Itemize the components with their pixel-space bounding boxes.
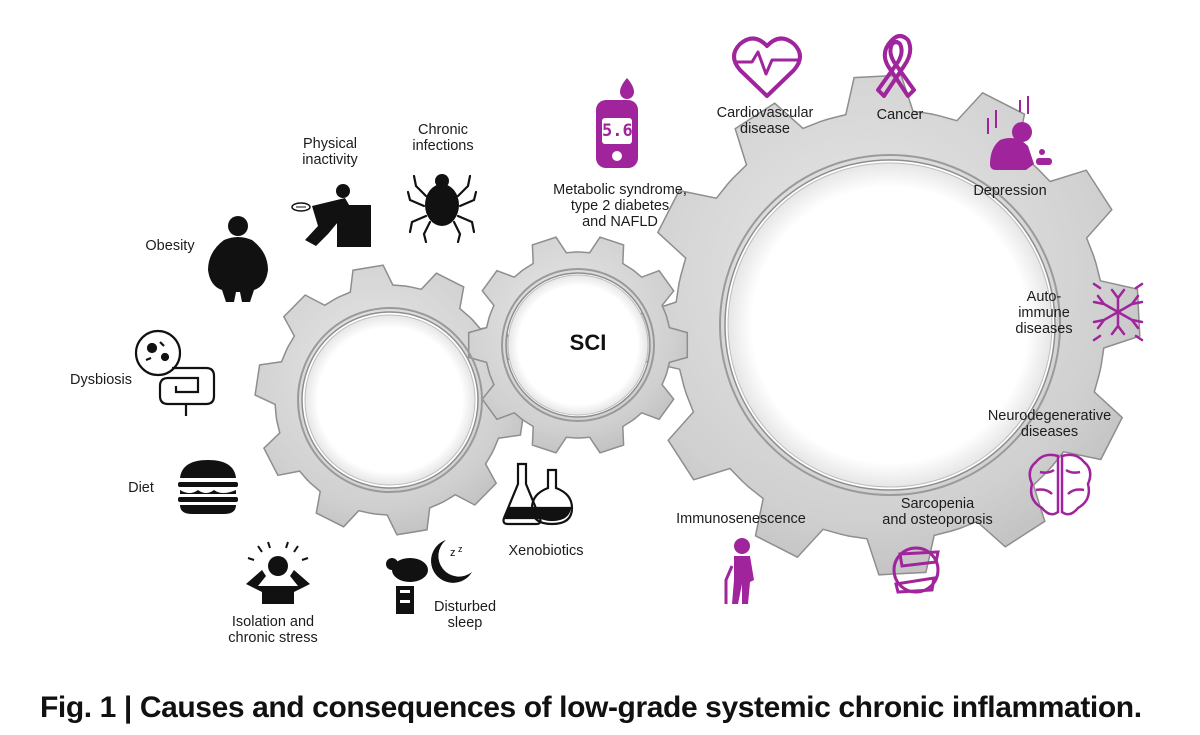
stressed-person-icon <box>246 541 310 604</box>
ribbon-icon <box>876 34 916 98</box>
label-disturbed-sleep: Disturbed sleep <box>433 599 497 631</box>
center-label-sci: SCI <box>569 330 607 355</box>
elderly-person-icon <box>724 538 754 604</box>
label-metabolic: Metabolic syndrome, type 2 diabetes and … <box>553 182 687 230</box>
sheep-moon-icon: z z <box>386 540 472 614</box>
label-immunosenescence: Immunosenescence <box>676 511 806 527</box>
caption-separator: | <box>123 691 132 724</box>
label-obesity: Obesity <box>145 238 195 254</box>
label-sarcopenia: Sarcopenia and osteoporosis <box>882 496 993 528</box>
label-physical-inactivity: Physical inactivity <box>302 136 358 168</box>
antibodies-icon <box>1092 282 1144 342</box>
caption-figure-number: Fig. 1 <box>40 691 116 724</box>
left-gear-rim <box>297 307 483 493</box>
svg-text:z: z <box>458 544 463 554</box>
obese-person-icon <box>208 216 268 302</box>
middle-gear-hole <box>507 274 649 416</box>
label-diet: Diet <box>128 480 154 496</box>
large-gear-rim <box>719 154 1061 496</box>
flasks-icon <box>502 462 574 526</box>
label-autoimmune: Auto- immune diseases <box>1015 289 1073 337</box>
joint-icon <box>892 546 940 594</box>
person-on-couch-icon <box>291 184 371 247</box>
middle-gear-rim <box>501 268 655 422</box>
gut-bacteria-icon <box>134 329 216 416</box>
figure-caption: Fig. 1 | Causes and consequences of low-… <box>40 690 1142 726</box>
heartbeat-icon <box>732 36 802 98</box>
label-neurodegenerative: Neurodegenerative diseases <box>987 408 1112 440</box>
left-gear-hole <box>304 314 476 486</box>
label-depression: Depression <box>973 183 1047 199</box>
tick-icon <box>406 174 478 244</box>
label-cancer: Cancer <box>876 107 924 123</box>
label-chronic-infections: Chronic infections <box>412 122 474 154</box>
label-cardiovascular: Cardiovascular disease <box>716 105 814 137</box>
large-gear-hole <box>727 162 1053 488</box>
label-dysbiosis: Dysbiosis <box>69 372 133 388</box>
caption-text: Causes and consequences of low-grade sys… <box>139 691 1142 724</box>
label-isolation-stress: Isolation and chronic stress <box>228 614 318 646</box>
label-xenobiotics: Xenobiotics <box>508 543 584 559</box>
left-gear <box>254 264 526 536</box>
depressed-person-icon <box>987 96 1052 170</box>
glucose-meter-reading: 5.6 <box>602 121 633 141</box>
brain-icon <box>1028 453 1092 516</box>
burger-icon <box>178 460 238 514</box>
svg-text:z: z <box>450 547 456 559</box>
glucose-meter-icon <box>596 78 638 168</box>
